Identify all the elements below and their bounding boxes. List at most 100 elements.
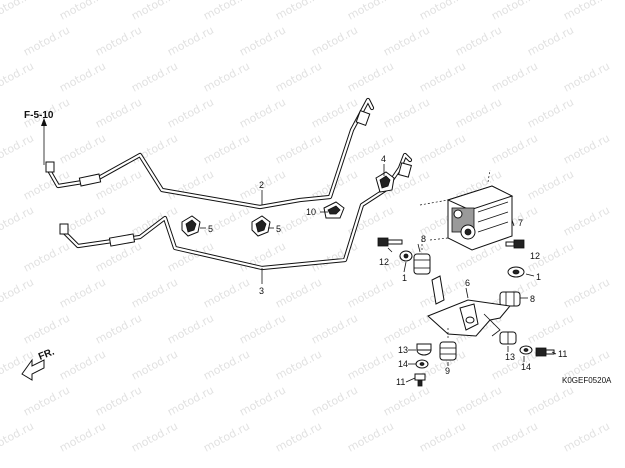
- watermark-text: motod.ru: [345, 347, 396, 382]
- watermark-text: motod.ru: [561, 0, 612, 23]
- callout-3: 3: [259, 286, 264, 296]
- watermark-text: motod.ru: [201, 419, 252, 454]
- bolt-12-left: [377, 237, 403, 247]
- callout-12-left: 12: [379, 257, 389, 267]
- watermark-text: motod.ru: [309, 239, 360, 274]
- watermark-text: motod.ru: [129, 275, 180, 310]
- watermark-text: motod.ru: [417, 59, 468, 94]
- watermark-text: motod.ru: [0, 131, 36, 166]
- watermark-text: motod.ru: [489, 419, 540, 454]
- washer-14-right: [519, 345, 533, 355]
- watermark-text: motod.ru: [129, 347, 180, 382]
- watermark-text: motod.ru: [345, 419, 396, 454]
- watermark-text: motod.ru: [93, 95, 144, 130]
- watermark-text: motod.ru: [525, 167, 576, 202]
- watermark-text: motod.ru: [93, 167, 144, 202]
- watermark-text: motod.ru: [129, 203, 180, 238]
- watermark-text: motod.ru: [309, 311, 360, 346]
- watermark-text: motod.ru: [381, 23, 432, 58]
- front-arrow-icon: [21, 358, 45, 381]
- watermark-text: motod.ru: [201, 59, 252, 94]
- callout-8-right: 8: [530, 294, 535, 304]
- watermark-text: motod.ru: [0, 419, 36, 454]
- watermark-text: motod.ru: [21, 239, 72, 274]
- rubber-mount-9: [439, 328, 457, 361]
- callout-9: 9: [445, 366, 450, 376]
- watermark-text: motod.ru: [525, 311, 576, 346]
- watermark-text: motod.ru: [273, 131, 324, 166]
- watermark-text: motod.ru: [0, 0, 36, 23]
- callout-5-right: 5: [276, 224, 281, 234]
- watermark-text: motod.ru: [525, 383, 576, 418]
- callout-11-left: 11: [396, 377, 405, 387]
- watermark-text: motod.ru: [273, 59, 324, 94]
- watermark-text: motod.ru: [489, 131, 540, 166]
- callout-14-left: 14: [398, 359, 408, 369]
- watermark-text: motod.ru: [57, 131, 108, 166]
- watermark-text: motod.ru: [489, 0, 540, 23]
- watermark-text: motod.ru: [57, 275, 108, 310]
- watermark-text: motod.ru: [0, 275, 36, 310]
- callout-1-right: 1: [536, 272, 541, 282]
- watermark-text: motod.ru: [345, 131, 396, 166]
- watermark-text: motod.ru: [417, 0, 468, 23]
- watermark-text: motod.ru: [237, 95, 288, 130]
- watermark-text: motod.ru: [201, 131, 252, 166]
- watermark-text: motod.ru: [93, 311, 144, 346]
- callout-2: 2: [259, 180, 264, 190]
- watermark-text: motod.ru: [561, 131, 612, 166]
- watermark-text: motod.ru: [21, 23, 72, 58]
- callout-14-right: 14: [521, 362, 531, 372]
- grommet-8-right: [499, 291, 521, 307]
- watermark-text: motod.ru: [417, 131, 468, 166]
- callout-5-left: 5: [208, 224, 213, 234]
- reference-arrow-icon: [41, 118, 47, 126]
- watermark-text: motod.ru: [93, 23, 144, 58]
- diagram-code: K0GEF0520A: [562, 376, 612, 385]
- watermark-text: motod.ru: [165, 383, 216, 418]
- watermark-text: motod.ru: [561, 203, 612, 238]
- front-label: FR.: [37, 346, 56, 362]
- watermark-text: motod.ru: [201, 347, 252, 382]
- watermark-text: motod.ru: [57, 419, 108, 454]
- watermark-text: motod.ru: [21, 383, 72, 418]
- callout-13-left: 13: [398, 345, 408, 355]
- watermark-text: motod.ru: [309, 383, 360, 418]
- grommet-8-upper: [413, 240, 431, 275]
- watermark-text: motod.ru: [381, 311, 432, 346]
- watermark-text: motod.ru: [129, 419, 180, 454]
- watermark-text: motod.ru: [345, 59, 396, 94]
- callout-8-upper: 8: [421, 234, 426, 244]
- abs-modulator-7: [419, 169, 514, 251]
- watermark-text: motod.ru: [57, 59, 108, 94]
- watermark-text: motod.ru: [0, 203, 36, 238]
- watermark-text: motod.ru: [165, 311, 216, 346]
- watermark-text: motod.ru: [237, 23, 288, 58]
- watermark-text: motod.ru: [525, 23, 576, 58]
- watermark-text: motod.ru: [57, 347, 108, 382]
- bolt-11-left: [414, 373, 426, 387]
- bolt-11-right: [535, 347, 555, 357]
- watermark-text: motod.ru: [273, 419, 324, 454]
- watermark-text: motod.ru: [21, 311, 72, 346]
- watermark-text: motod.ru: [0, 59, 36, 94]
- watermark-text: motod.ru: [381, 95, 432, 130]
- watermark-text: motod.ru: [345, 275, 396, 310]
- callout-13-right: 13: [505, 352, 515, 362]
- watermark-text: motod.ru: [273, 275, 324, 310]
- watermark-text: motod.ru: [453, 23, 504, 58]
- callout-4: 4: [381, 154, 386, 164]
- watermark-text: motod.ru: [237, 383, 288, 418]
- callout-10: 10: [306, 207, 316, 217]
- pipe-clamp-4: [375, 171, 395, 193]
- callout-12-right: 12: [530, 251, 540, 261]
- watermark-text: motod.ru: [309, 23, 360, 58]
- callout-1-left: 1: [402, 273, 407, 283]
- collar-13-left: [416, 343, 432, 356]
- watermark-text: motod.ru: [165, 23, 216, 58]
- callout-11-right: 11: [558, 349, 567, 359]
- watermark-text: motod.ru: [525, 95, 576, 130]
- callout-7: 7: [518, 218, 523, 228]
- collar-1-left: [399, 250, 413, 262]
- watermark-text: motod.ru: [237, 311, 288, 346]
